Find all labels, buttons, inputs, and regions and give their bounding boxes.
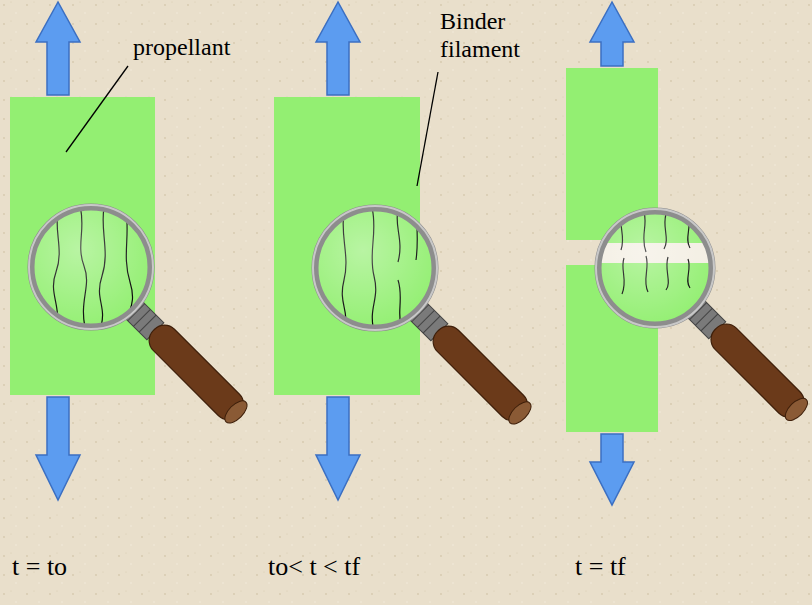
part-label: propellant — [133, 34, 230, 62]
magnifier — [310, 186, 536, 429]
part-label: Binder filament — [440, 8, 550, 63]
leader-lines — [66, 66, 438, 186]
time-label: t = tf — [575, 552, 626, 582]
magnifier — [20, 200, 252, 428]
time-label: to< t < tf — [268, 552, 360, 582]
propellant-samples — [10, 68, 658, 432]
time-label: t = to — [12, 552, 67, 582]
magnifier — [595, 205, 812, 425]
